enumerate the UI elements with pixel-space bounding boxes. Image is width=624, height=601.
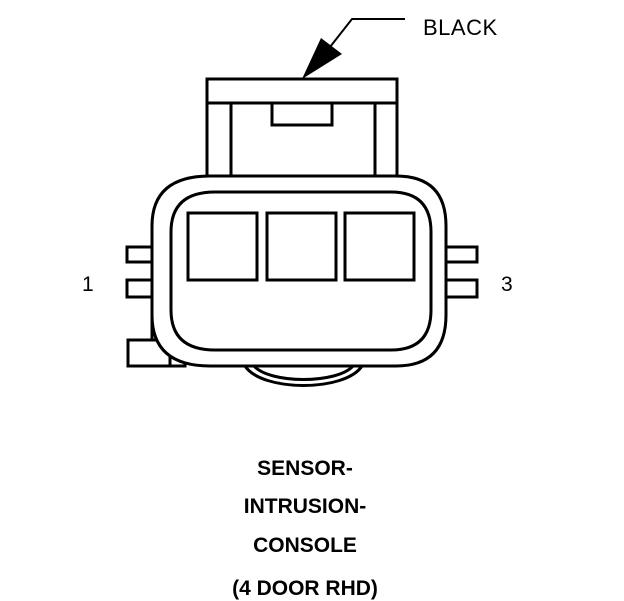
pin-number-right: 3 — [501, 273, 513, 296]
connector-bottom-boss — [243, 364, 364, 387]
left-side-latch — [125, 245, 158, 299]
connector-color-label: BLACK — [423, 15, 498, 40]
caption-line-3: CONSOLE — [253, 534, 357, 557]
terminal-cavity-1 — [186, 211, 259, 282]
connector-locking-tab — [205, 77, 399, 191]
caption-line-4: (4 DOOR RHD) — [232, 577, 378, 600]
color-leader-arrow — [302, 18, 405, 79]
caption-line-2: INTRUSION- — [243, 495, 367, 518]
terminal-cavity-2 — [265, 211, 338, 282]
pin-number-left: 1 — [82, 273, 94, 296]
right-side-latch — [446, 245, 479, 299]
terminal-cavity-3 — [343, 211, 416, 282]
caption-line-1: SENSOR- — [257, 457, 353, 480]
